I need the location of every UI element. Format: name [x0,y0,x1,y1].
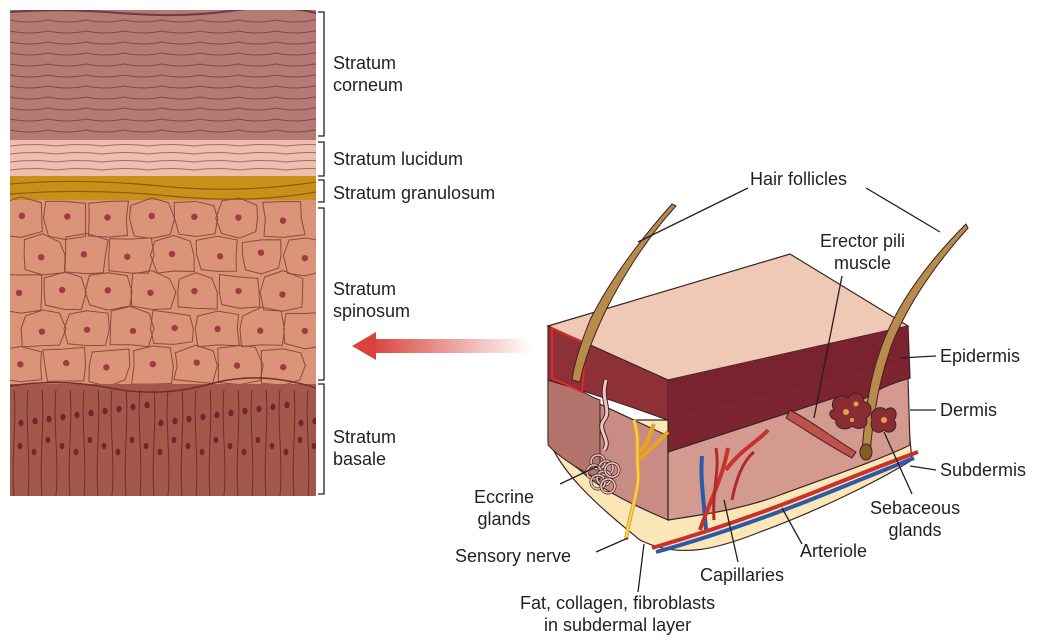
zoom-arrow [352,332,532,360]
label-sensory-nerve: Sensory nerve [455,545,571,567]
layer-brackets [318,12,324,494]
pointer-fat [638,544,644,592]
stratum-spinosum-band [10,200,316,384]
label-capillaries: Capillaries [700,564,784,586]
bracket-spinosum [318,208,324,380]
bracket-corneum [318,12,324,136]
epidermis-cross-section [0,8,352,496]
bracket-lucidum [318,142,324,176]
label-stratum-lucidum: Stratum lucidum [333,148,463,170]
label-epidermis: Epidermis [940,345,1020,367]
label-hair-follicles: Hair follicles [750,168,847,190]
pointer-hair-left [638,188,748,242]
pointer-subdermis [910,466,936,470]
label-stratum-granulosum: Stratum granulosum [333,182,495,204]
pointer-nerve [596,538,628,552]
label-arteriole: Arteriole [800,540,867,562]
pointer-hair-right [866,188,940,232]
bracket-basale [318,384,324,494]
stratum-corneum-band [10,10,316,144]
bracket-granulosum [318,180,324,202]
label-subdermis: Subdermis [940,459,1026,481]
label-dermis: Dermis [940,399,997,421]
